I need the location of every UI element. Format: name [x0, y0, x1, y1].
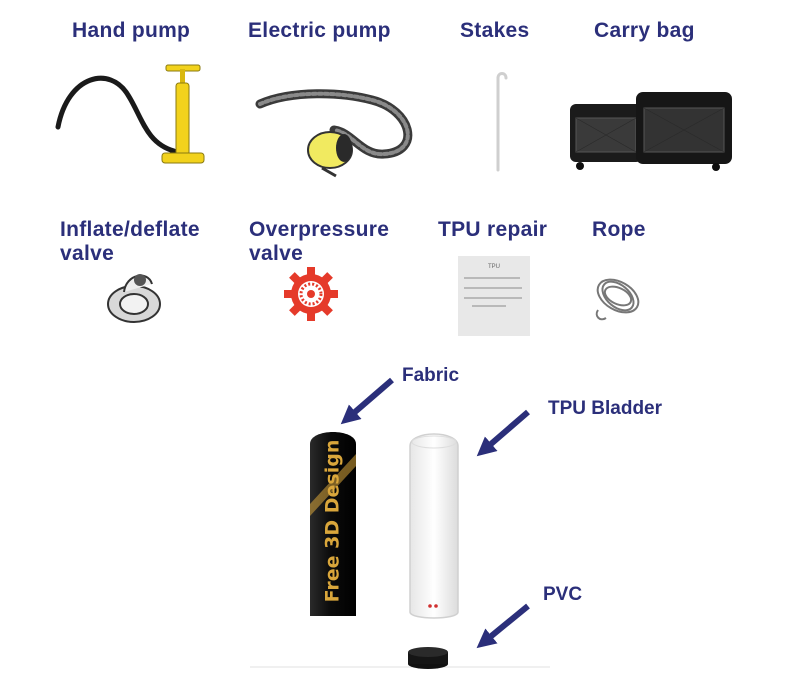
fabric-print-text: Free 3D Design — [321, 439, 344, 603]
rope-icon — [595, 278, 640, 321]
hand-pump-icon — [55, 64, 205, 164]
electric-pump-label: Electric pump — [248, 19, 391, 42]
bladder-arrow — [476, 409, 530, 457]
valve-label-line2: valve — [60, 242, 115, 265]
carry-bag-label: Carry bag — [594, 19, 695, 42]
fabric-tube — [310, 432, 356, 616]
stakes-label: Stakes — [460, 19, 530, 42]
tpu-repair-label: TPU repair — [438, 218, 548, 241]
pvc-label: PVC — [543, 584, 583, 605]
overpressure-label-line2: valve — [249, 242, 304, 265]
fabric-label: Fabric — [402, 365, 460, 386]
hand-pump-label: Hand pump — [72, 19, 191, 42]
gear-valve-icon — [284, 267, 338, 321]
repair-card-text-lines — [464, 277, 522, 307]
tpu-bladder — [409, 433, 459, 619]
carry-bag-icon — [570, 92, 732, 171]
electric-pump-icon — [255, 89, 413, 178]
tpu-bladder-label: TPU Bladder — [548, 398, 663, 419]
valve-label-line1: Inflate/deflate — [60, 218, 200, 241]
pvc-arrow — [476, 603, 530, 649]
rope-label: Rope — [592, 218, 646, 241]
valve-icon — [107, 274, 161, 323]
fabric-arrow — [340, 377, 394, 425]
overpressure-label-line1: Overpressure — [249, 218, 390, 241]
fabric-print-text-wrap: Free 3D Design — [310, 436, 354, 606]
repair-patch-icon: TPU — [458, 256, 530, 336]
pvc-base — [250, 647, 550, 669]
stake-icon — [496, 72, 508, 172]
repair-card-title: TPU — [488, 264, 500, 270]
